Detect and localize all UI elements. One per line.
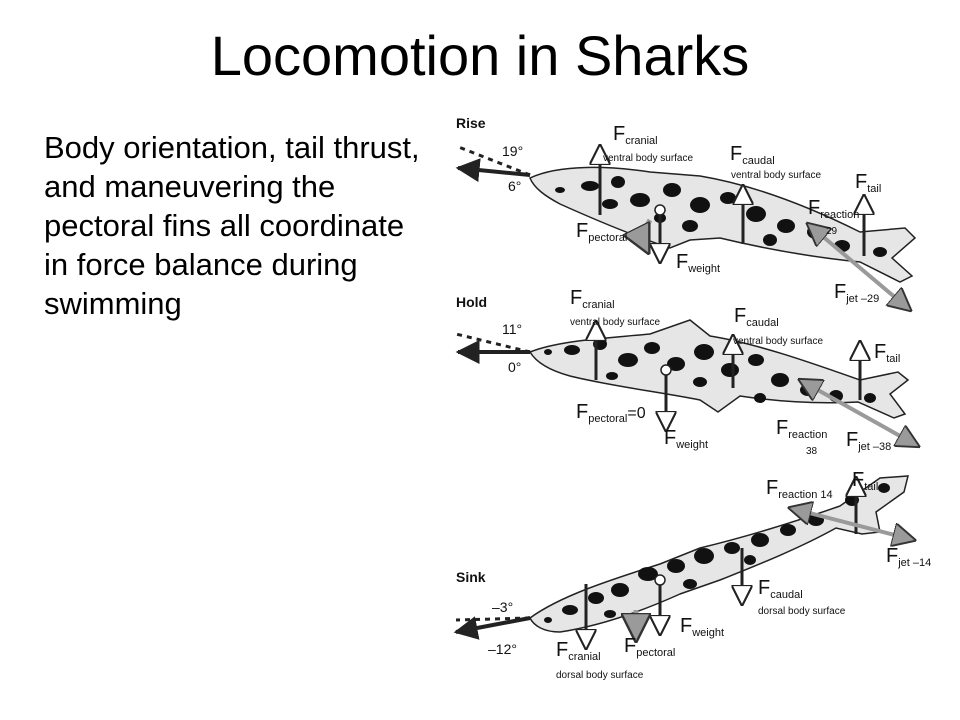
force-label-caudal: Fcaudal: [730, 143, 775, 167]
force-label-reaction: Freaction 14: [766, 477, 833, 501]
force-arrow-jet: [790, 508, 914, 540]
force-label-weight: Fweight: [676, 251, 720, 275]
force-label-tail: Ftail: [855, 171, 881, 195]
force-label-pectoral: Fpectoral=0: [576, 401, 646, 425]
cranial-surface-note: dorsal body surface: [556, 670, 644, 681]
body-axis-dashed-line: [455, 616, 531, 622]
reaction-value: 29: [826, 226, 838, 237]
caudal-surface-note: dorsal body surface: [758, 606, 846, 617]
body-axis-dashed-line: [455, 332, 531, 354]
angle-path-label: –12°: [488, 641, 517, 657]
reaction-value: 38: [806, 446, 818, 457]
force-arrow-pectoral: [644, 218, 653, 252]
angle-path-label: 6°: [508, 178, 521, 194]
panel-rise: Rise 19° 6° Fcranial ventral body surfac…: [455, 115, 917, 310]
slide-body-text: Body orientation, tail thrust, and maneu…: [44, 130, 420, 322]
body-axis-dashed-line: [455, 144, 531, 177]
slide-title: Locomotion in Sharks: [210, 24, 750, 87]
angle-body-label: –3°: [492, 599, 513, 615]
force-arrow-jet: [800, 380, 918, 446]
angle-body-label: 11°: [502, 321, 522, 337]
travel-direction-arrow: [455, 158, 531, 183]
force-label-cranial: Fcranial: [613, 123, 658, 147]
force-label-jet: Fjet –14: [886, 545, 931, 569]
panel-hold: Hold 11° 0° Fcranial ventral body surfac…: [455, 287, 918, 457]
force-label-tail: Ftail: [852, 469, 878, 493]
angle-path-label: 0°: [508, 359, 521, 375]
force-label-caudal: Fcaudal: [734, 305, 779, 329]
force-label-weight: Fweight: [664, 427, 708, 451]
panel-label-hold: Hold: [456, 294, 487, 310]
center-of-mass-marker: [654, 204, 666, 216]
force-label-reaction: Freaction: [776, 417, 827, 441]
force-label-cranial: Fcranial: [556, 639, 601, 663]
force-label-jet: Fjet –29: [834, 281, 879, 305]
cranial-surface-note: ventral body surface: [570, 317, 660, 328]
center-of-mass-marker: [654, 574, 666, 586]
panel-sink: Sink –3° –12° Freaction 14 Ftail Fjet –1…: [453, 469, 931, 681]
force-label-pectoral: Fpectoral: [624, 635, 675, 659]
force-label-tail: Ftail: [874, 341, 900, 365]
force-label-caudal: Fcaudal: [758, 577, 803, 601]
travel-direction-arrow: [453, 616, 531, 640]
panel-label-rise: Rise: [456, 115, 486, 131]
force-label-cranial: Fcranial: [570, 287, 615, 311]
angle-body-label: 19°: [502, 143, 523, 159]
cranial-surface-note: ventral body surface: [603, 153, 693, 164]
center-of-mass-marker: [660, 364, 672, 376]
force-label-jet: Fjet –38: [846, 429, 891, 453]
force-label-pectoral: Fpectoral: [576, 220, 627, 244]
panel-label-sink: Sink: [456, 569, 486, 585]
caudal-surface-note: ventral body surface: [733, 336, 823, 347]
force-label-weight: Fweight: [680, 615, 724, 639]
force-label-reaction: Freaction: [808, 197, 859, 221]
shark-force-diagram: Rise 19° 6° Fcranial ventral body surfac…: [440, 104, 960, 720]
caudal-surface-note: ventral body surface: [731, 170, 821, 181]
force-arrow-jet: [808, 224, 910, 310]
